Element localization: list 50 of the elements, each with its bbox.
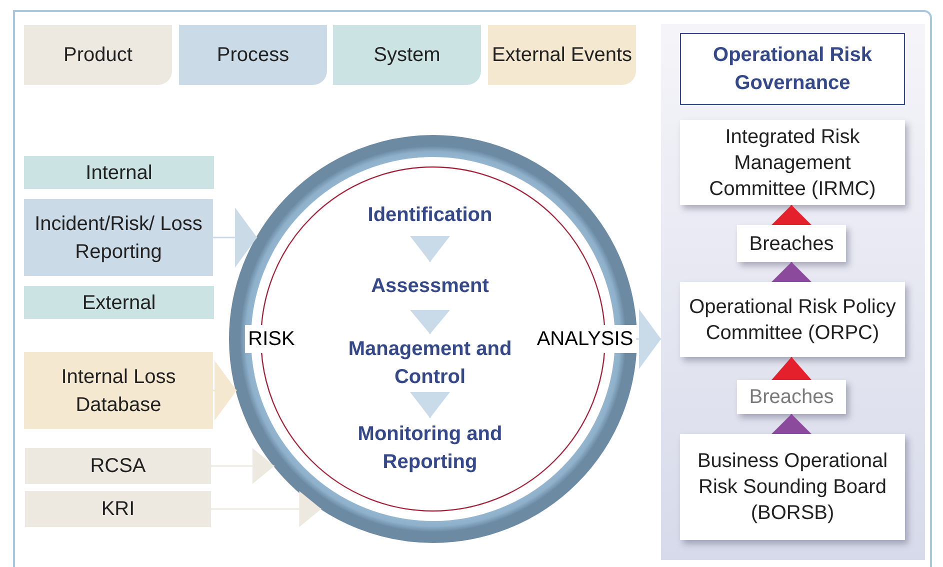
ring-label: RISK (245, 325, 298, 353)
arrow (772, 357, 812, 380)
committee-label: Breaches (749, 385, 834, 410)
step-label: Identification (368, 203, 492, 228)
committee-box (737, 380, 846, 414)
arrow (410, 236, 450, 262)
step-label: Monitoring and Reporting (356, 422, 504, 475)
tab-label: External Events (492, 43, 632, 68)
category-tab (24, 25, 172, 85)
committee-box (680, 434, 905, 540)
arrow (211, 491, 322, 527)
source-box (25, 491, 211, 527)
source-box (24, 156, 214, 189)
governance-panel (661, 24, 925, 560)
arrow (772, 262, 812, 282)
arrow (772, 414, 812, 434)
arrow (636, 309, 661, 369)
panel-title: Operational Risk Governance (712, 43, 873, 96)
source-box (24, 352, 213, 429)
arrow (772, 205, 812, 225)
source-label: External (82, 290, 156, 316)
source-label: Internal (86, 160, 152, 186)
committee-label: Operational Risk Policy Committee (ORPC) (688, 294, 897, 346)
arrow (410, 392, 450, 418)
source-box (24, 199, 213, 276)
committee-label: Business Operational Risk Sounding Board (BORSB) (696, 449, 889, 526)
arrow (211, 448, 274, 484)
committee-label: Breaches (749, 232, 834, 256)
category-tab (179, 25, 327, 85)
arrow (213, 208, 258, 268)
committee-box (680, 120, 905, 205)
tab-label: System (374, 43, 440, 68)
committee-label: Integrated Risk Management Committee (IRMC) (708, 124, 877, 202)
category-tab (333, 25, 481, 85)
title-box (680, 33, 905, 105)
committee-box (737, 225, 846, 262)
tab-label: Process (216, 43, 290, 68)
source-label: KRI (101, 497, 135, 522)
source-box (24, 286, 214, 319)
source-box (25, 448, 211, 484)
category-tab (488, 25, 636, 85)
source-label: Incident/Risk/ Loss Reporting (34, 212, 204, 264)
arrow (213, 360, 237, 420)
arrow (410, 310, 450, 334)
step-label: Management and Control (347, 337, 513, 390)
tab-label: Product (64, 43, 132, 68)
step-label: Assessment (371, 274, 489, 299)
source-label: RCSA (90, 454, 146, 479)
source-label: Internal Loss Database (60, 364, 177, 418)
committee-box (680, 282, 905, 357)
